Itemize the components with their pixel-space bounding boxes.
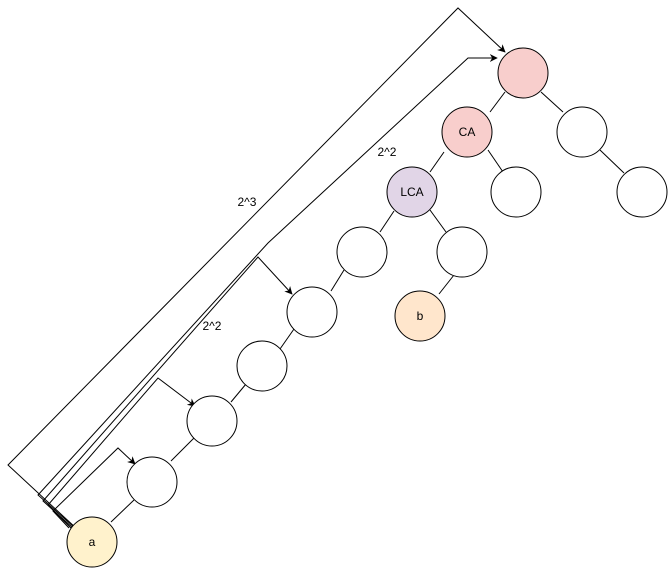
jump-arrow-2-3 — [7, 7, 506, 530]
jump-arrow-2-0 — [52, 447, 136, 529]
node-ca — [441, 106, 493, 158]
edge-lca-l2 — [429, 209, 447, 233]
edge-n4-n5 — [330, 269, 345, 292]
node-chain-5 — [336, 226, 388, 278]
node-b — [394, 290, 446, 342]
node-right-2 — [616, 166, 668, 218]
node-root — [497, 47, 549, 99]
tree-nodes — [66, 47, 668, 568]
edge-n3-n4 — [279, 328, 295, 350]
edge-n1-n2 — [170, 437, 195, 462]
node-label-a: a — [89, 535, 96, 549]
tree-edges — [110, 91, 625, 523]
node-chain-4 — [286, 286, 338, 338]
jump-label-2-2-lower: 2^2 — [203, 319, 222, 333]
jump-label-2-3: 2^3 — [238, 195, 257, 209]
edge-n2-n3 — [230, 383, 247, 403]
edge-ca-root — [489, 91, 506, 113]
node-a — [66, 516, 118, 568]
jump-label-2-2-upper: 2^2 — [378, 145, 397, 159]
node-lca — [386, 166, 438, 218]
node-lca-right-child — [436, 226, 488, 278]
edge-ca-c2 — [487, 149, 504, 173]
edge-n5-lca — [379, 210, 395, 233]
node-label-b: b — [417, 309, 424, 323]
node-label-lca: LCA — [400, 185, 423, 199]
jump-arrows — [7, 7, 506, 530]
edge-a-n1 — [110, 499, 135, 523]
jump-arrow-2-1 — [47, 377, 196, 529]
node-label-ca: CA — [459, 125, 476, 139]
node-chain-2 — [186, 395, 238, 447]
jump-arrow-2-2-upper — [37, 54, 498, 529]
node-right-1 — [556, 106, 608, 158]
edge-r1-r2 — [599, 149, 625, 174]
node-chain-3 — [236, 340, 288, 392]
node-ca-right-child — [490, 166, 542, 218]
edge-lca-ca — [429, 151, 445, 173]
node-chain-1 — [126, 456, 178, 508]
edge-root-r1 — [540, 91, 564, 113]
edge-l2-b — [438, 274, 455, 295]
